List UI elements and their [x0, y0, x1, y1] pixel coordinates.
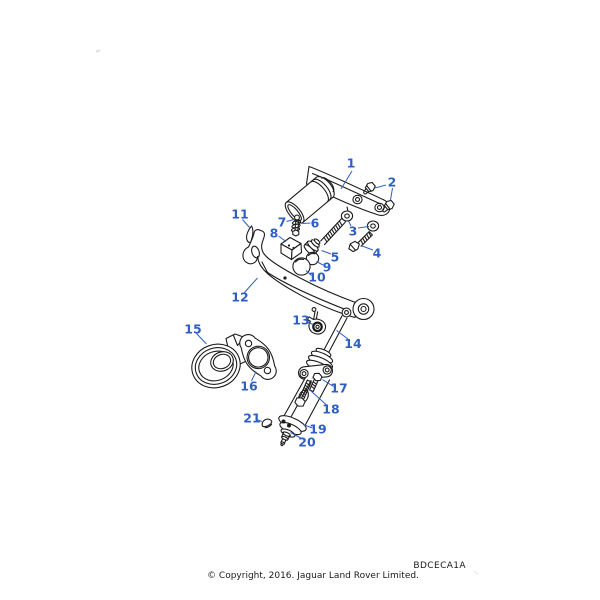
callout-leader-20: [290, 432, 303, 440]
callout-leader-19: [302, 424, 313, 429]
callout-19[interactable]: 19: [309, 422, 326, 437]
callout-leader-8: [278, 235, 287, 242]
callout-leader-3: [357, 226, 370, 229]
part-18-bolt: [294, 379, 312, 407]
callout-6[interactable]: 6: [311, 216, 320, 231]
callout-leader-17: [322, 379, 334, 387]
callout-7[interactable]: 7: [278, 215, 287, 230]
callout-13[interactable]: 13: [292, 313, 309, 328]
callout-leader-15: [196, 333, 207, 345]
callout-leader-4: [361, 245, 374, 251]
part-13-grommet-clip: [306, 307, 327, 335]
callout-2[interactable]: 2: [388, 175, 397, 190]
callout-leader-12: [244, 277, 258, 293]
callout-10[interactable]: 10: [308, 270, 326, 285]
callout-11[interactable]: 11: [231, 207, 248, 222]
part-12-release-fork: [242, 229, 375, 321]
callout-20[interactable]: 20: [298, 435, 316, 450]
callout-leader-2: [374, 184, 387, 189]
part-2-bolts: [363, 181, 395, 213]
callout-15[interactable]: 15: [184, 322, 201, 337]
callout-leader-14: [336, 330, 349, 340]
part-4-bolt: [348, 231, 373, 253]
callout-leader-11: [242, 219, 250, 228]
callout-21[interactable]: 21: [243, 411, 260, 426]
part-6-spring: [290, 220, 302, 237]
callout-14[interactable]: 14: [344, 336, 362, 351]
diagram-linework: [191, 165, 395, 447]
part-5-nut: [303, 238, 321, 256]
diagram-code: BDCECA1A: [413, 561, 466, 571]
callout-leader-13: [307, 321, 314, 325]
callout-9[interactable]: 9: [323, 260, 332, 275]
part-16-gasket: [239, 334, 277, 380]
callout-leader-21: [256, 419, 263, 422]
callout-12[interactable]: 12: [231, 290, 248, 305]
part-8-trunnion-block: [280, 236, 303, 261]
callout-3[interactable]: 3: [349, 224, 358, 239]
pushrod-threaded-rod: [320, 218, 346, 246]
part-3-washers: [340, 210, 380, 232]
callout-1[interactable]: 1: [347, 156, 356, 171]
callout-4[interactable]: 4: [373, 246, 382, 261]
part-9-ball: [305, 251, 320, 266]
callout-leader-2: [390, 187, 393, 201]
callout-leader-6: [302, 222, 311, 224]
callout-18[interactable]: 18: [322, 402, 339, 417]
callout-8[interactable]: 8: [270, 226, 279, 241]
callout-leader-5: [321, 250, 332, 255]
callout-leader-16: [251, 371, 257, 382]
part-21-cap: [261, 418, 273, 429]
callout-leader-18: [310, 390, 327, 406]
callout-leader-1: [340, 170, 353, 190]
callout-leader-3: [348, 220, 352, 227]
callout-leader-7: [286, 219, 295, 222]
callout-leader-10: [305, 270, 312, 276]
callout-leader-9: [316, 261, 324, 266]
copyright-text: © Copyright, 2016. Jaguar Land Rover Lim…: [207, 571, 419, 581]
callout-5[interactable]: 5: [331, 250, 340, 265]
part-15-release-bearing: [191, 333, 254, 389]
callout-16[interactable]: 16: [240, 379, 258, 394]
part-1-cylinder: [284, 176, 335, 224]
part-20-bleed-screw: [280, 431, 291, 447]
callout-17[interactable]: 17: [330, 381, 347, 396]
